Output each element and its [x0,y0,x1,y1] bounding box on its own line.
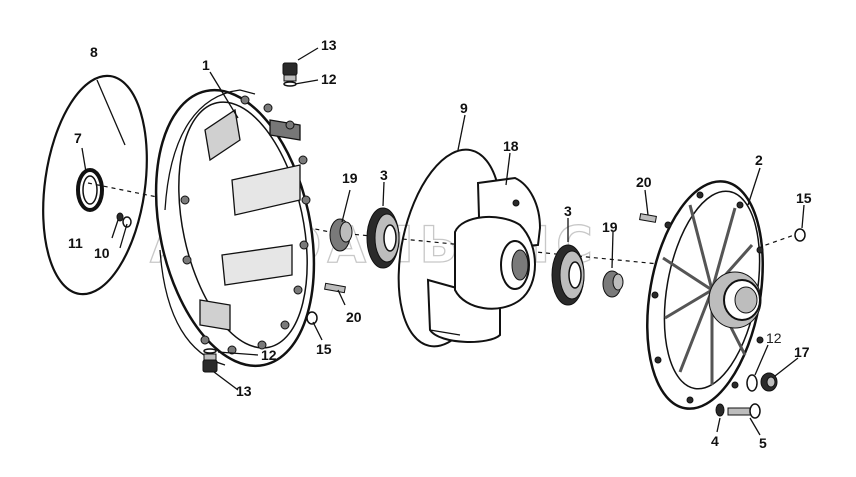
top-plug-part-13 [282,62,298,87]
callout-10: 10 [94,245,110,261]
gasket-ring-part-8 [42,74,148,296]
leader-lines [81,47,805,436]
callout-20-right: 20 [636,174,652,190]
bolt-part-15-right [794,228,806,242]
seal-ring-part-7 [76,168,104,212]
callout-9: 9 [460,100,468,116]
callout-20-left: 20 [346,309,362,325]
nut-part-17 [760,372,778,392]
callout-18: 18 [503,138,519,154]
callout-12-bottom: 12 [261,347,277,363]
callout-19-left: 19 [342,170,358,186]
cover-plate-part-2 [646,180,764,410]
washer-part-4 [715,403,725,417]
hub-part-19-left [329,218,353,252]
callout-7: 7 [74,130,82,146]
callout-15-left: 15 [316,341,332,357]
callout-3-left: 3 [380,167,388,183]
callout-3-right: 3 [564,203,572,219]
callout-19-right: 19 [602,219,618,235]
callout-17: 17 [794,344,810,360]
callout-12-top: 12 [321,71,337,87]
bolt-part-15-left [306,311,318,325]
bearing-part-3-left [366,207,400,269]
rotor-part-18 [426,176,542,343]
callout-labels: 8 7 11 10 1 13 12 19 3 9 18 20 15 12 13 … [68,37,812,451]
callout-8: 8 [90,44,98,60]
callout-4: 4 [711,433,719,449]
callout-13-top: 13 [321,37,337,53]
callout-13-bottom: 13 [236,383,252,399]
pin-part-20-right [639,213,657,223]
callout-11: 11 [68,235,83,251]
bearing-part-3-right [551,244,585,306]
washer-part-12-right [746,374,758,392]
bottom-plug-part-13 [202,348,218,373]
pin-part-20-left [324,282,346,294]
housing-part-1 [154,88,316,368]
callout-12-right: 12 [766,330,782,346]
callout-15-right: 15 [796,190,812,206]
hub-part-19-right [602,270,624,298]
bolt-part-5 [727,403,761,419]
callout-2: 2 [755,152,763,168]
callout-5: 5 [759,435,767,451]
callout-1: 1 [202,57,210,73]
small-bolt-part-10-11 [116,212,132,228]
